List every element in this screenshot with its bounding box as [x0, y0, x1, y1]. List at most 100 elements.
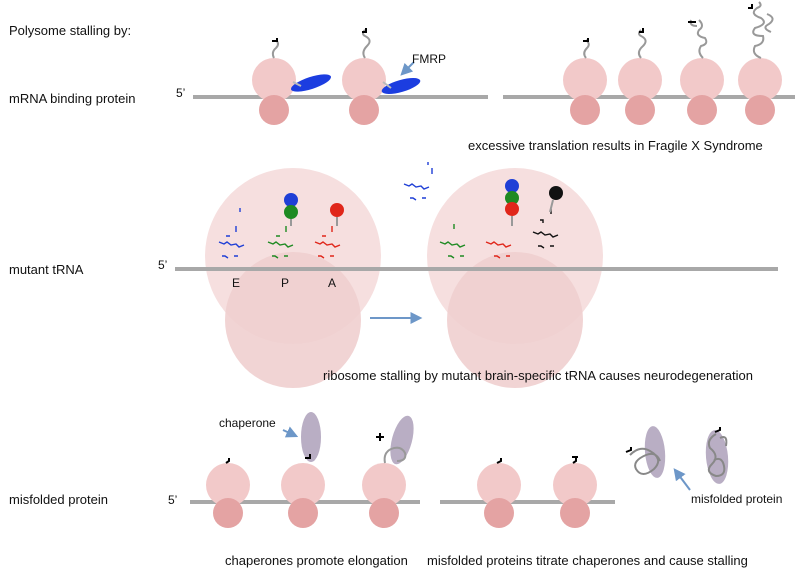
trna-mutant-a-site	[532, 209, 559, 249]
peptide-end	[376, 433, 384, 441]
misfolded-protein-complex	[625, 426, 666, 478]
fmrp-protein	[290, 74, 332, 92]
ribosome	[738, 1, 782, 125]
peptide-end	[496, 458, 502, 464]
row-misfolded-protein	[190, 412, 729, 528]
peptide-end	[714, 427, 721, 433]
ribosome	[553, 456, 597, 528]
ribosome	[477, 458, 521, 528]
site-label-e: E	[232, 276, 241, 290]
ribosome	[342, 28, 386, 125]
ribosome	[618, 28, 662, 125]
misfolded-protein-label: misfolded protein	[691, 492, 783, 506]
ribosome-small-subunit	[745, 95, 775, 125]
peptide-end	[748, 4, 753, 9]
fmrp-link	[382, 81, 392, 89]
ribosome	[680, 19, 724, 125]
amino-acid-black	[549, 186, 563, 200]
misfolded-chain	[707, 433, 728, 478]
ribosome-large-subunit	[281, 463, 325, 507]
trna-e-site	[439, 224, 466, 259]
row-mrna-binding-protein	[193, 1, 795, 125]
ribosome-small-subunit	[213, 498, 243, 528]
row-caption: excessive translation results in Fragile…	[468, 138, 763, 153]
peptide-link	[549, 199, 554, 213]
peptide-end	[583, 38, 589, 42]
misfolded-protein-complex	[705, 427, 729, 484]
row-caption: ribosome stalling by mutant brain-specif…	[323, 368, 753, 383]
peptide-end	[362, 28, 367, 33]
peptide-end	[625, 447, 632, 453]
amino-acid-green	[284, 205, 298, 219]
peptide-end	[639, 28, 644, 33]
nascent-peptide	[637, 29, 647, 59]
five-prime-label: 5’	[168, 493, 178, 507]
ribosome	[206, 458, 250, 528]
trna-p-site	[485, 241, 512, 259]
peptide-end	[225, 458, 230, 464]
ribosome-small-subunit	[369, 498, 399, 528]
fmrp-protein	[381, 78, 421, 94]
ribosome-small-subunit	[570, 95, 600, 125]
trna-e-site	[218, 208, 245, 259]
nascent-peptide	[583, 39, 590, 59]
chaperone	[644, 426, 666, 478]
ribosome-small-subunit	[625, 95, 655, 125]
amino-acid-blue	[505, 179, 519, 193]
row-label: misfolded protein	[9, 492, 108, 507]
row-mutant-trna	[175, 162, 778, 388]
nascent-peptide	[271, 39, 279, 59]
ribosome	[281, 463, 325, 528]
amino-acid-red	[330, 203, 344, 217]
ribosome-small-subunit	[560, 498, 590, 528]
ribosome-small-subunit	[259, 95, 289, 125]
row-caption: misfolded proteins titrate chaperones an…	[427, 553, 748, 568]
fmrp-arrow	[400, 61, 415, 76]
ribosome-large-subunit	[206, 463, 250, 507]
site-label-p: P	[281, 276, 290, 290]
chaperone	[390, 415, 414, 465]
ribosome-large-subunit	[477, 463, 521, 507]
ribosome	[563, 38, 607, 125]
fmrp-link	[292, 81, 302, 87]
peptide-end	[305, 454, 311, 459]
misfolded-chain	[629, 447, 661, 475]
ribosome-small-subunit	[349, 95, 379, 125]
fmrp-label: FMRP	[412, 52, 446, 66]
chaperone	[705, 430, 729, 484]
row-label: mRNA binding protein	[9, 91, 136, 106]
trna-released	[403, 162, 433, 201]
amino-acid-red	[505, 202, 519, 216]
row-label: mutant tRNA	[9, 262, 84, 277]
five-prime-label: 5’	[176, 86, 186, 100]
chaperone-label: chaperone	[219, 416, 276, 430]
ribosome-large-subunit	[738, 58, 782, 102]
ribosome-large-subunit	[252, 58, 296, 102]
ribosome-small-subunit	[687, 95, 717, 125]
ribosome-large-subunit	[680, 58, 724, 102]
amino-acid-blue	[284, 193, 298, 207]
site-label-a: A	[328, 276, 337, 290]
peptide-end	[272, 38, 278, 42]
nascent-peptide	[383, 446, 407, 464]
ribosome-large-subunit	[553, 463, 597, 507]
ribosome-large-subunit	[563, 58, 607, 102]
chaperone-arrow	[282, 426, 299, 438]
ribosome-small-subunit	[447, 252, 583, 388]
trna-p-site	[267, 226, 294, 259]
nascent-peptide	[362, 29, 371, 59]
amino-acid-green	[505, 191, 519, 205]
misfolded-arrow	[673, 468, 691, 491]
peptide-end	[572, 456, 578, 464]
ribosome	[362, 463, 406, 528]
ribosome-large-subunit	[618, 58, 662, 102]
ribosome-large-subunit	[362, 463, 406, 507]
ribosome-small-subunit	[484, 498, 514, 528]
ribosome-small-subunit	[225, 252, 361, 388]
trna-a-site	[314, 226, 341, 259]
figure-title: Polysome stalling by:	[9, 23, 132, 38]
chaperone	[301, 412, 321, 462]
nascent-peptide	[689, 19, 708, 59]
